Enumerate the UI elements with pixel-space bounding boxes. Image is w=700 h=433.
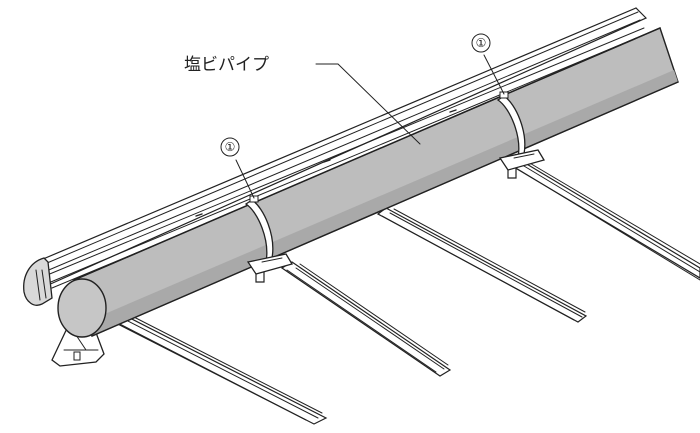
main-rail xyxy=(35,7,649,289)
callout-number: ① xyxy=(225,140,236,154)
leader-lines xyxy=(235,54,505,199)
cross-rail-1 xyxy=(104,311,328,425)
callout-marker-right: ① xyxy=(471,33,491,53)
clamp-base-left xyxy=(246,253,293,283)
pvc-pipe xyxy=(57,27,679,338)
clamp-base-right xyxy=(498,149,545,179)
cross-rail-3 xyxy=(376,207,588,323)
cross-rail-2 xyxy=(280,261,452,377)
rail-end-cap xyxy=(23,257,53,306)
pipe-label: 塩ビパイプ xyxy=(184,55,269,75)
callout-number: ① xyxy=(476,36,487,50)
callout-marker-left: ① xyxy=(220,137,240,157)
cross-rail-4 xyxy=(510,159,700,281)
